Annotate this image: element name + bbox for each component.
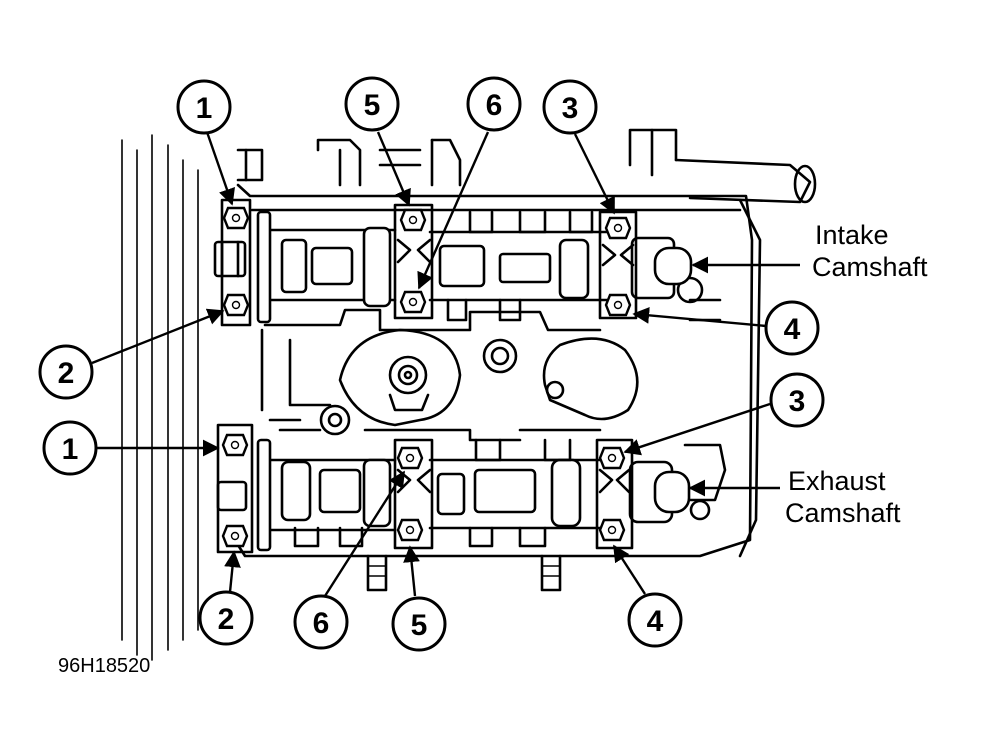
callout-number: 2 (58, 357, 75, 390)
callout-intake-3: 3 (542, 79, 598, 135)
callout-number: 1 (196, 92, 213, 125)
intake-label-line2: Camshaft (812, 252, 928, 282)
callout-number: 4 (647, 605, 664, 638)
callout-exhaust-6: 6 (293, 594, 349, 650)
exhaust-label-line1: Exhaust (788, 466, 886, 496)
callout-intake-1: 1 (176, 79, 232, 135)
callout-number: 5 (364, 89, 381, 122)
callout-intake-5: 5 (344, 76, 400, 132)
callout-intake-2: 2 (38, 344, 94, 400)
exhaust-camshaft-label: Exhaust Camshaft (785, 466, 901, 528)
callout-number: 3 (562, 92, 579, 125)
callout-intake-6: 6 (466, 76, 522, 132)
callout-exhaust-5: 5 (391, 596, 447, 652)
intake-camshaft-label: Intake Camshaft (812, 220, 928, 282)
callout-exhaust-3: 3 (769, 372, 825, 428)
callout-number: 1 (62, 433, 79, 466)
intake-label-line1: Intake (815, 220, 889, 250)
callout-exhaust-4: 4 (627, 592, 683, 648)
callout-number: 4 (784, 313, 801, 346)
leader-lines (91, 131, 800, 597)
callout-number: 2 (218, 603, 235, 636)
callout-number: 6 (313, 607, 330, 640)
callout-number: 5 (411, 609, 428, 642)
exhaust-camshaft (216, 423, 691, 554)
engine-block-edge (121, 134, 199, 661)
intake-camshaft (220, 198, 693, 327)
exhaust-label-line2: Camshaft (785, 498, 901, 528)
callout-bubbles: 1 5 6 3 2 4 1 3 (38, 76, 825, 652)
callout-exhaust-1: 1 (42, 420, 98, 476)
callout-number: 3 (789, 385, 806, 418)
callout-intake-4: 4 (764, 300, 820, 356)
figure-code: 96H18520 (58, 655, 150, 677)
head-deck (260, 308, 639, 442)
callout-number: 6 (486, 89, 503, 122)
callout-exhaust-2: 2 (198, 590, 254, 646)
